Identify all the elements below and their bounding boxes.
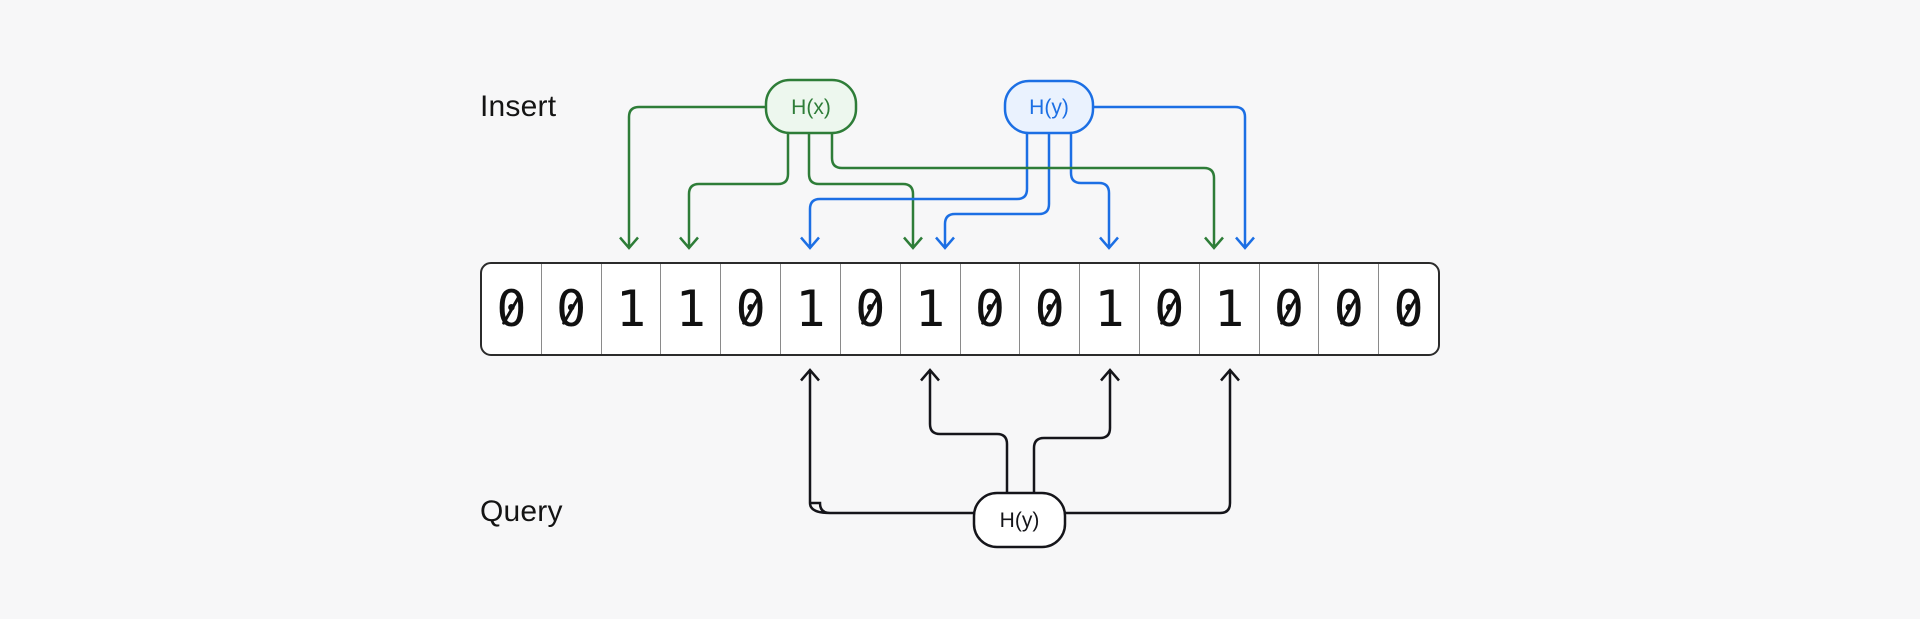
bit-value: 0 [1273,280,1305,338]
bit-value: 1 [1094,280,1125,338]
bit-cell-5: 1 [780,264,840,354]
bit-value: 1 [675,280,706,338]
bit-value: 0 [974,280,1005,338]
bit-value: 0 [496,280,527,338]
bit-value: 1 [915,280,946,338]
hash-x-pill [764,78,858,135]
bit-value: 0 [1333,280,1364,338]
hash-y-pill [1003,79,1095,135]
query-arrow-to-cell-10 [1032,368,1120,493]
bit-cell-9: 0 [1019,264,1079,354]
insert-wires-hash-y [800,133,1119,250]
query-arrow-to-cell-7 [920,368,1009,493]
hash-y-insert-node: H(y) [1003,79,1095,135]
hash-x-insert-node: H(x) [764,78,858,135]
bit-cell-6: 0 [839,264,900,354]
hx-arrow-to-cell-12 [830,133,1224,250]
bit-cell-11: 0 [1138,264,1199,354]
hash-x-label: H(x) [791,96,831,119]
hash-y-query-node: H(y) [972,491,1067,549]
hy-arrow-to-cell-7 [935,133,1051,250]
bit-value: 0 [556,280,587,338]
bit-cell-1: 0 [540,264,601,354]
bit-cell-15: 0 [1378,264,1438,354]
query-arrow-to-cell-12 [1065,368,1240,515]
bit-cell-3: 1 [660,264,720,354]
bit-value: 0 [1393,280,1424,338]
hx-arrow-to-cell-3 [679,133,790,250]
bit-cell-8: 0 [959,264,1020,354]
query-wires-hash-y [800,368,1240,515]
bit-cell-4: 0 [720,264,780,354]
query-arrow-to-cell-5 [800,368,974,515]
hy-arrow-to-cell-10 [1069,133,1119,250]
bit-cell-13: 0 [1258,264,1319,354]
bit-value: 0 [1154,280,1185,338]
hy-arrow-to-cell-12 [1093,105,1255,250]
bit-cell-12: 1 [1198,264,1259,354]
hx-arrow-to-cell-7 [807,133,923,250]
hash-y-label: H(y) [1029,96,1069,119]
bit-cell-2: 1 [600,264,661,354]
insert-label: Insert [480,90,557,123]
bit-value: 1 [615,280,647,338]
bit-value: 0 [1034,280,1065,338]
bit-value: 0 [855,280,886,338]
hash-y-query-label: H(y) [1000,509,1040,532]
hy-arrow-to-cell-5 [800,133,1029,250]
bit-cell-0: 0 [482,264,541,354]
bit-cell-7: 1 [899,264,960,354]
hx-arrow-to-cell-2 [619,105,766,250]
bit-value: 0 [735,280,766,338]
bit-value: 1 [1214,280,1245,338]
query-label: Query [480,495,563,528]
bit-value: 1 [795,280,826,338]
insert-wires-hash-x [619,105,923,250]
bit-cell-14: 0 [1318,264,1378,354]
hash-y-query-pill [972,491,1067,549]
bit-cell-10: 1 [1079,264,1139,354]
